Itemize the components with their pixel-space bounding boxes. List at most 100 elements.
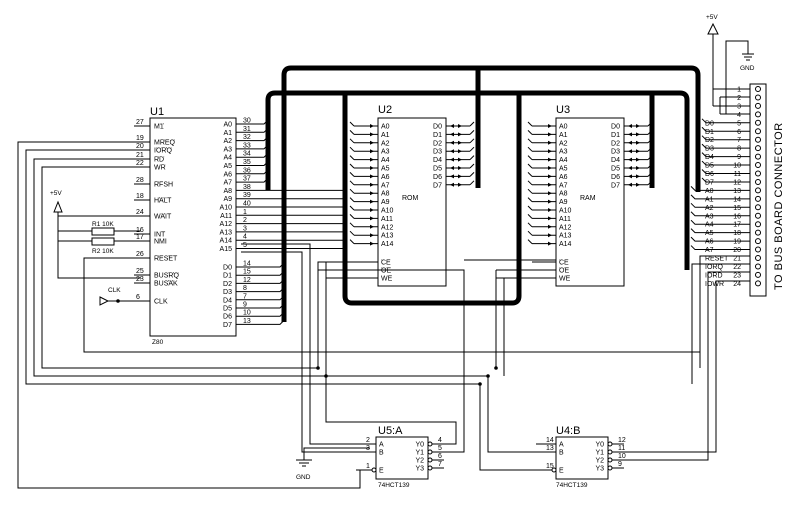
u3-pins: A0A1A2A3A4A5A6A7A8A9A10A11A12A13A14D0D1D…: [527, 121, 653, 283]
wire-mreq: [17, 141, 372, 489]
gnd-right-wire: [720, 40, 749, 115]
u1-pin-name: NMI: [154, 239, 167, 246]
connector-pin-name: A5: [705, 230, 714, 237]
u2-addr-pin: A5: [381, 166, 390, 173]
u2-addr-pin: A1: [381, 132, 390, 139]
u2-addr-pin: A8: [381, 191, 390, 198]
u1-pin-name: A15: [220, 246, 233, 253]
u1-pin-number: 35: [243, 159, 251, 166]
u3-addr-pin: A2: [559, 140, 568, 147]
u1-pin-number: 37: [243, 176, 251, 183]
u4b-ref: U4:B: [556, 425, 580, 437]
u3-ctrl-pin: WE: [559, 276, 571, 283]
u1-pin-name: RESET: [154, 256, 178, 263]
u1-pin-number: 4: [243, 234, 247, 241]
u1-cpu: U1 Z80 27M119MREQ20IORQ21RD22WR28RFSH18H…: [134, 106, 258, 346]
u1-pin-name: A6: [223, 171, 232, 178]
connector-pin-name: IORD: [705, 272, 723, 279]
u1-pin-number: 40: [243, 201, 251, 208]
u1-pin-number: 7: [243, 293, 247, 300]
u1-pin-name: A7: [223, 180, 232, 187]
u5a-pin-number: 1: [366, 463, 370, 470]
u2-ref: U2: [378, 104, 392, 116]
connector-pin-number: 24: [733, 281, 741, 288]
u4b-pin-name: Y1: [595, 450, 604, 457]
u2-addr-pin: A7: [381, 182, 390, 189]
connector-pin-icon: [755, 102, 761, 109]
connector-pin-name: IORQ: [705, 264, 723, 271]
u3-data-pin: D6: [611, 174, 620, 181]
connector-pin-icon: [755, 246, 761, 253]
u1-pin-name: RD: [154, 157, 164, 164]
u3-addr-pin: A13: [559, 233, 572, 240]
u1-right-pins: 30A031A132A233A334A435A536A637A738A839A9…: [220, 118, 258, 329]
connector-pin-number: 4: [737, 112, 741, 119]
u1-pin-number: 15: [243, 269, 251, 276]
u4b-pin-name: E: [559, 468, 564, 475]
u3-data-pin: D4: [611, 157, 620, 164]
connector-pin-name: IOWR: [705, 281, 724, 288]
u4b-pin-number: 11: [618, 445, 625, 452]
u2-addr-pin: A13: [381, 233, 394, 240]
u4b-pin-name: A: [559, 442, 564, 449]
u1-pin-name: A5: [223, 163, 232, 170]
connector-pin-icon: [755, 187, 761, 194]
u2-data-pin: D5: [433, 166, 442, 173]
u1-pin-number: 27: [136, 119, 144, 126]
u1-pin-name: D3: [223, 289, 232, 296]
u2-addr-pin: A3: [381, 149, 390, 156]
u1-pin-name: A13: [220, 229, 233, 236]
u4b-pin-name: Y3: [595, 466, 604, 473]
connector-pin-icon: [755, 271, 761, 278]
u3-addr-pin: A11: [559, 216, 571, 223]
u5a-part: 74HCT139: [378, 482, 410, 489]
vcc-left-arrow: [53, 200, 63, 213]
connector-pin-icon: [755, 136, 761, 143]
u1-pin-name: D7: [223, 322, 232, 329]
connector-pin-number: 11: [734, 171, 741, 178]
connector-pin-icon: [755, 212, 761, 219]
u4b-pin-name: Y0: [595, 442, 604, 449]
connector-pin-number: 18: [733, 230, 741, 237]
u1-pin-number: 13: [243, 318, 251, 325]
u1-pin-name: D1: [223, 273, 232, 280]
u1-pin-number: 3: [243, 225, 247, 232]
u3-addr-pin: A1: [559, 132, 568, 139]
u1-pin-number: 25: [136, 268, 144, 275]
u3-addr-pin: A5: [559, 166, 568, 173]
connector-pin-number: 6: [737, 129, 741, 136]
connector-pin-icon: [755, 94, 761, 101]
u5a-body: [375, 436, 429, 480]
connector-pin-icon: [755, 255, 761, 261]
u1-pin-name: A4: [223, 155, 232, 162]
connector-pin-number: 3: [737, 103, 741, 110]
u4b-body: [555, 436, 609, 480]
connector-pin-name: RESET: [705, 256, 729, 263]
u1-pin-name: D2: [223, 281, 232, 288]
u1-bus-stubs: [258, 119, 345, 325]
u2-addr-pin: A10: [381, 208, 394, 215]
u2-addr-pin: A6: [381, 174, 390, 181]
connector-pin-number: 22: [733, 264, 741, 271]
vcc-right-arrow: [707, 22, 719, 35]
u5a-pin-name: A: [379, 442, 384, 449]
u2-addr-pin: A11: [381, 216, 393, 223]
connector-pin-number: 17: [733, 222, 741, 229]
u1-pin-name: A10: [220, 205, 233, 212]
u5a-pin-name: B: [379, 450, 384, 457]
connector-pin-name: D6: [705, 171, 714, 178]
u3-addr-pin: A4: [559, 157, 568, 164]
u2-ctrl-pin: CE: [381, 260, 391, 267]
u1-pin-name: D6: [223, 314, 232, 321]
u2-data-pin: D0: [433, 124, 442, 131]
u2-part: ROM: [402, 195, 419, 202]
u1-pin-number: 24: [136, 209, 144, 216]
u1-pin-number: 26: [136, 251, 144, 258]
u1-pin-number: 6: [136, 294, 140, 301]
u1-pin-number: 38: [243, 184, 251, 191]
r2-label: R2 10K: [92, 248, 114, 255]
wire-iorq: [25, 149, 552, 471]
gnd-right-label: GND: [740, 65, 755, 72]
r1-body: [91, 227, 115, 236]
u3-data-pin: D1: [611, 132, 620, 139]
